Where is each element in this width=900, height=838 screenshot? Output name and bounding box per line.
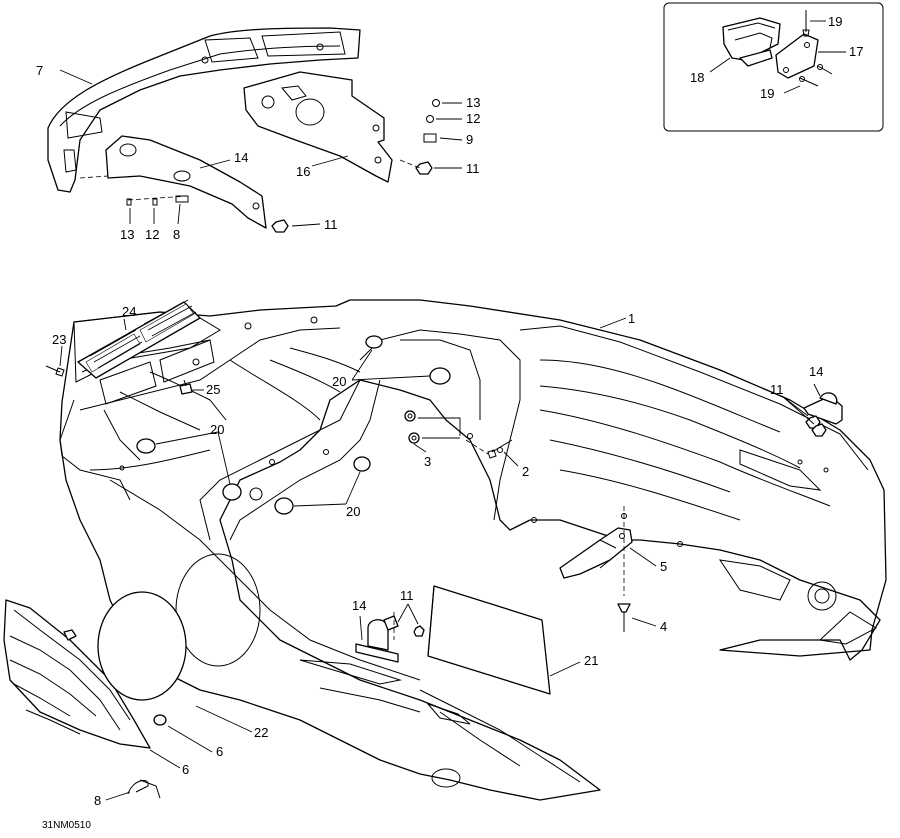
callout-16[interactable]: 16: [296, 164, 310, 179]
callout-13-left[interactable]: 13: [120, 227, 134, 242]
callout-10[interactable]: 7: [36, 63, 43, 78]
callout-1[interactable]: 1: [628, 311, 635, 326]
callout-21[interactable]: 21: [584, 653, 598, 668]
foam-block-21: [427, 585, 551, 695]
callout-18[interactable]: 18: [690, 70, 704, 85]
callout-8[interactable]: 8: [94, 793, 101, 808]
callout-20-bottom[interactable]: 20: [346, 504, 360, 519]
callout-22[interactable]: 22: [254, 725, 268, 740]
support-bracket-16: [243, 71, 393, 183]
drawing-code: 31NM0510: [42, 820, 91, 831]
hinge-14-center: [355, 612, 425, 663]
bumper-10: [47, 27, 361, 193]
callout-2[interactable]: 2: [522, 464, 529, 479]
callout-12-right[interactable]: 12: [466, 111, 480, 126]
callout-23[interactable]: 23: [52, 332, 66, 347]
air-grille-24: [77, 299, 201, 379]
callout-11-top-upper[interactable]: 11: [466, 161, 480, 176]
leader-lines: [59, 20, 846, 801]
callout-9-right[interactable]: 9: [466, 132, 473, 147]
support-bracket-15: [79, 135, 267, 229]
round-cover-22: [97, 591, 187, 701]
callout-labels: 7 14 16 13 12 8 11 13 12 9 11 19 17 18 1…: [36, 14, 863, 831]
grommets-20: [136, 335, 451, 515]
callout-19-bottom[interactable]: 19: [760, 86, 774, 101]
callout-15[interactable]: 14: [234, 150, 248, 165]
callout-14-right[interactable]: 14: [809, 364, 823, 379]
clip-25: [179, 379, 193, 395]
callout-13-right[interactable]: 13: [466, 95, 480, 110]
belly-pan-1: [59, 299, 887, 801]
bracket-5: [559, 527, 633, 579]
callout-7[interactable]: 6: [216, 744, 223, 759]
callout-14-center[interactable]: 14: [352, 598, 366, 613]
inset-bracket-18: [722, 17, 781, 67]
callout-12-left[interactable]: 12: [145, 227, 159, 242]
callout-24[interactable]: 24: [122, 304, 136, 319]
inset-box: [663, 2, 884, 132]
callout-20-left[interactable]: 20: [210, 422, 224, 437]
callout-11-right[interactable]: 11: [770, 382, 784, 397]
callout-17[interactable]: 17: [849, 44, 863, 59]
callout-25[interactable]: 25: [206, 382, 220, 397]
callout-3[interactable]: 3: [424, 454, 431, 469]
hardware-top-left: [126, 99, 440, 233]
callout-19-top[interactable]: 19: [828, 14, 842, 29]
pin-8: [127, 779, 161, 799]
callout-20-top[interactable]: 20: [332, 374, 346, 389]
callout-11-center[interactable]: 11: [400, 588, 414, 603]
callout-4[interactable]: 4: [660, 619, 667, 634]
hardware-center: [404, 410, 513, 459]
front-panel: [99, 339, 215, 405]
side-panel-6: [3, 599, 151, 749]
rivet-23: [45, 365, 65, 377]
callout-5[interactable]: 5: [660, 559, 667, 574]
rivet-4: [617, 506, 631, 632]
callout-9-left[interactable]: 8: [173, 227, 180, 242]
grommet-7: [153, 714, 167, 726]
inset-rivets-19: [799, 10, 833, 87]
callout-6[interactable]: 6: [182, 762, 189, 777]
hinge-14-right: [803, 392, 843, 437]
callout-11-top-lower[interactable]: 11: [324, 217, 338, 232]
